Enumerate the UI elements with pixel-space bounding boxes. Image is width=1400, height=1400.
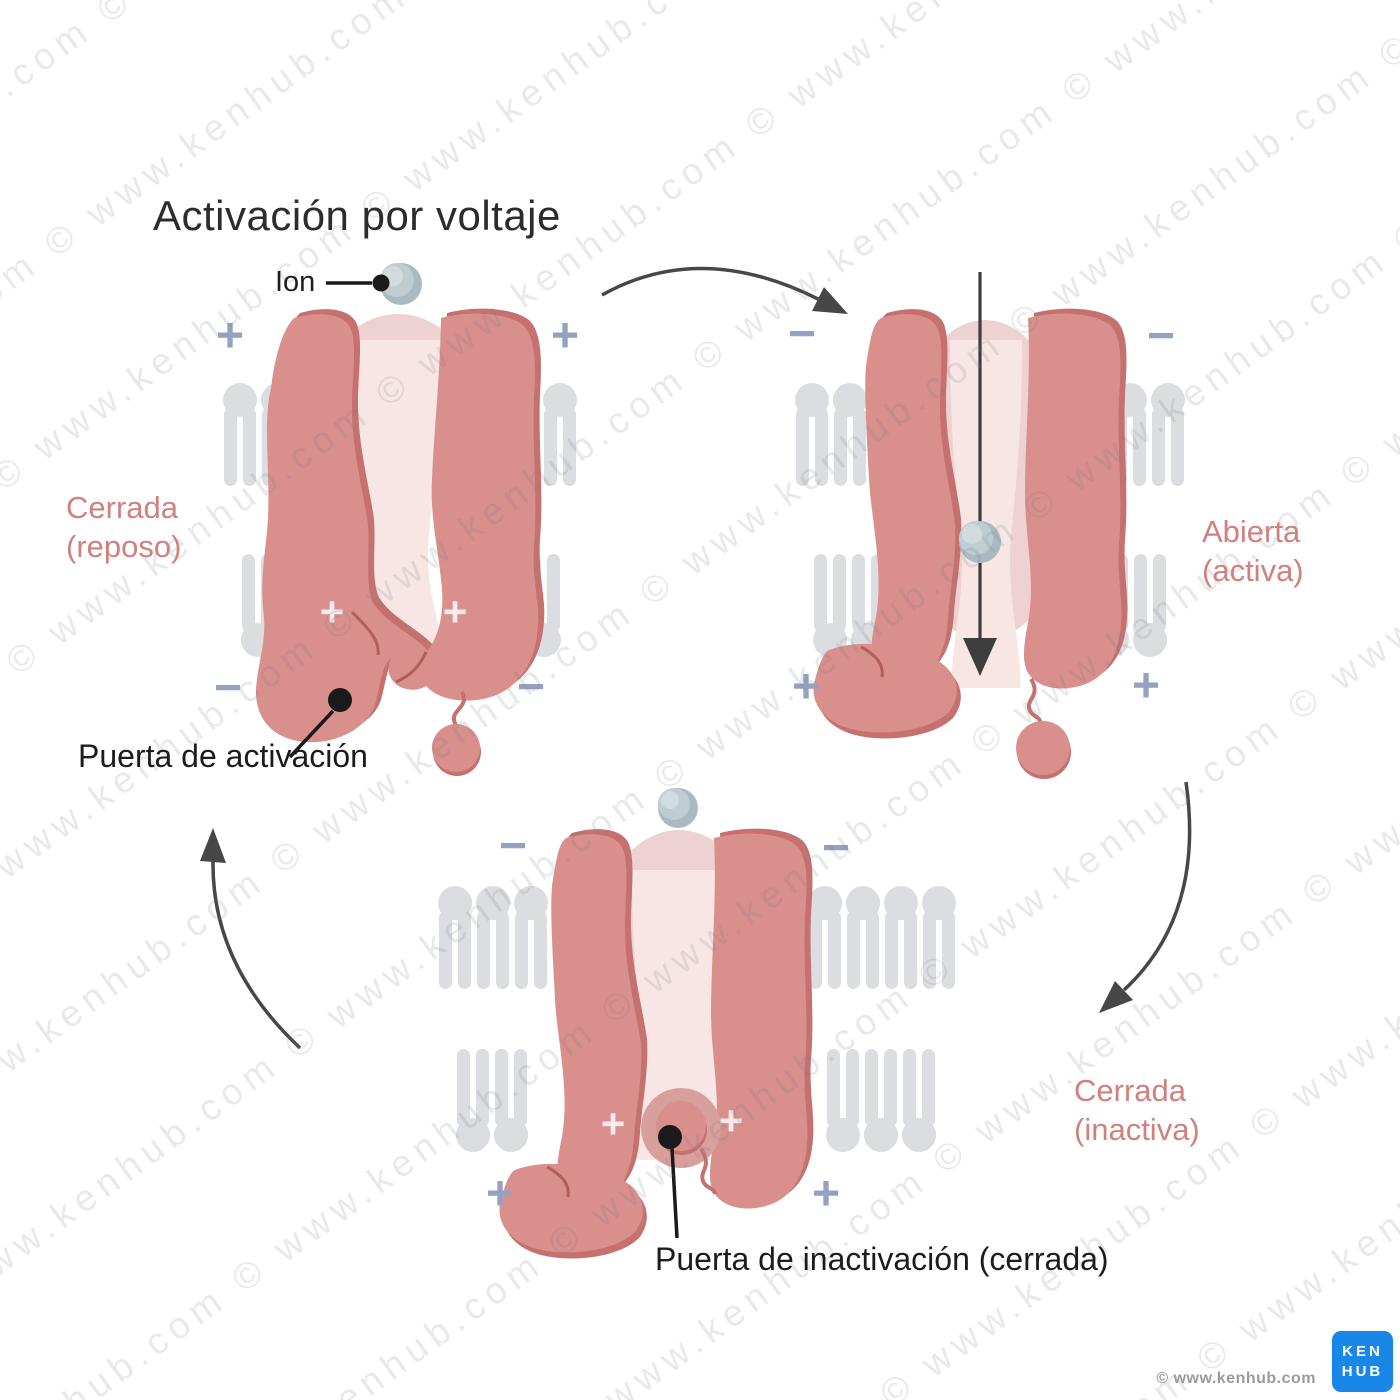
ion-label: Ion [275, 266, 316, 298]
subunit-left [865, 314, 956, 685]
arrow-state3-to-state1 [200, 828, 302, 1050]
inactivation-ball-chain [432, 691, 481, 776]
channel-open-active [813, 272, 1128, 779]
kenhub-logo-text-top: KEN [1342, 1343, 1383, 1360]
charge-symbol: + [485, 1167, 515, 1221]
ion-sphere [658, 788, 698, 828]
activation-gate-label: Puerta de activación [78, 738, 368, 774]
open-gate-foot [813, 643, 957, 733]
cycle-arrows [200, 266, 1192, 1050]
charge-symbol: + [1131, 659, 1161, 713]
state-label-closed-resting: Cerrada (reposo) [66, 490, 182, 565]
charge-symbol: + [600, 1100, 626, 1147]
charge-symbol: − [213, 661, 243, 715]
subunit-left [551, 834, 642, 1205]
channel-closed-resting [255, 263, 545, 776]
charge-symbol: + [791, 660, 821, 714]
subunit-right [709, 833, 808, 1209]
open-gate-foot [499, 1163, 643, 1253]
charge-symbol: + [550, 309, 580, 363]
charge-symbol: − [821, 821, 851, 875]
kenhub-logo: KEN HUB [1332, 1331, 1393, 1392]
channel-closed-inactivated [499, 788, 814, 1259]
inactivation-gate-pointer [658, 1125, 682, 1239]
subunit-right [421, 313, 539, 701]
subunit-left [255, 314, 435, 743]
charge-symbol: − [498, 819, 528, 873]
kenhub-logo-text-bottom: HUB [1341, 1362, 1384, 1380]
charge-symbol: + [811, 1167, 841, 1221]
charge-symbol: + [319, 588, 345, 635]
charge-symbol: + [442, 588, 468, 635]
charge-symbol: − [1146, 309, 1176, 363]
ion-sphere [959, 521, 1001, 563]
ion-flow-arrow [963, 272, 997, 676]
page-title: Activación por voltaje [153, 192, 561, 239]
state-label-open-active: Abierta (activa) [1202, 514, 1304, 589]
charge-symbol: − [516, 660, 546, 714]
charge-symbol: + [215, 309, 245, 363]
charge-symbol: − [787, 307, 817, 361]
copyright-text: © www.kenhub.com [1156, 1370, 1316, 1387]
activation-gate-pointer [288, 688, 352, 759]
subunit-right [1023, 313, 1122, 689]
inactivation-ball-chain [1016, 677, 1071, 779]
inactivation-gate-label: Puerta de inactivación (cerrada) [655, 1241, 1109, 1277]
charge-symbol: + [718, 1097, 744, 1144]
ion-pointer [326, 274, 390, 292]
arrow-state1-to-state2 [601, 266, 848, 314]
state-label-closed-inactive: Cerrada (inactiva) [1074, 1073, 1200, 1148]
arrow-state2-to-state3 [1099, 781, 1192, 1013]
